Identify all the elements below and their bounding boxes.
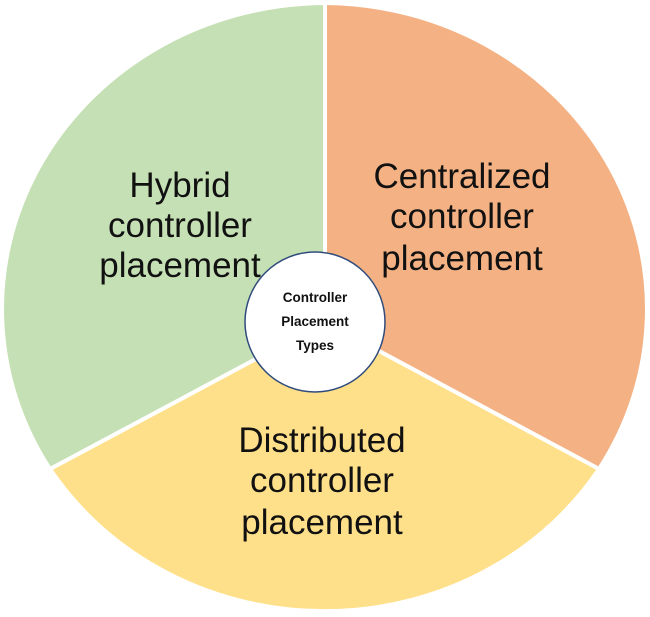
distributed-label: Distributed controller placement <box>238 421 405 542</box>
centralized-segment <box>323 0 649 472</box>
centralized-label-line-3: placement <box>381 239 543 278</box>
center-label-line-3: Types <box>296 338 334 353</box>
centralized-label-line-1: Centralized <box>373 157 550 196</box>
distributed-segment <box>47 319 602 614</box>
centralized-label-line-2: controller <box>390 197 534 236</box>
distributed-label-line-1: Distributed <box>238 421 405 460</box>
hybrid-segment <box>0 0 327 472</box>
hybrid-label-line-3: placement <box>99 246 261 285</box>
hybrid-label-line-2: controller <box>108 206 252 245</box>
center-label-line-1: Controller <box>283 290 348 305</box>
distributed-label-line-2: controller <box>250 461 394 500</box>
center-label-line-2: Placement <box>281 314 349 329</box>
distributed-label-line-3: placement <box>241 503 403 542</box>
centralized-label: Centralized controller placement <box>373 157 550 278</box>
hybrid-label-line-1: Hybrid <box>129 166 230 205</box>
hybrid-label: Hybrid controller placement <box>99 166 261 285</box>
center-circle <box>244 251 386 393</box>
center-hub: Controller Placement Types <box>244 251 386 393</box>
